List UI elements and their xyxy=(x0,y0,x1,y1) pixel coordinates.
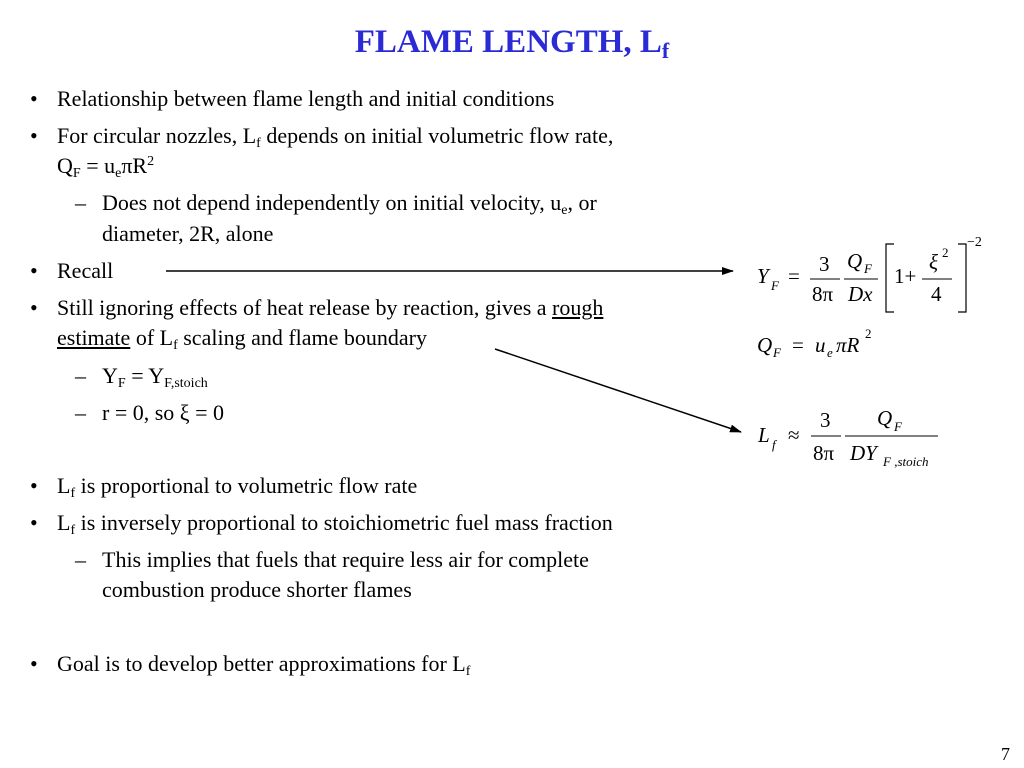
subbullet-shorter-flames-line2: combustion produce shorter flames xyxy=(102,577,412,602)
subbullet-r-zero: r = 0, so ξ = 0 xyxy=(102,400,225,425)
dash-marker: – xyxy=(75,190,86,215)
bullet-marker: • xyxy=(30,123,38,148)
bullet-circular-nozzles: For circular nozzles, Lf depends on init… xyxy=(57,123,614,151)
subbullet-initial-velocity-line2: diameter, 2R, alone xyxy=(102,221,274,246)
dash-marker: – xyxy=(75,400,86,425)
bullet-heat-release: Still ignoring effects of heat release b… xyxy=(57,295,604,320)
bullet-goal: Goal is to develop better approximations… xyxy=(57,651,471,679)
bullet-circular-nozzles-line2: QF = ueπR2 xyxy=(57,153,155,181)
bullet-inversely-proportional: Lf is inversely proportional to stoichio… xyxy=(57,510,613,538)
bullet-marker: • xyxy=(30,473,38,498)
arrow-estimate-to-eq3 xyxy=(494,348,742,433)
eq1-right-bracket xyxy=(958,243,967,313)
subbullet-initial-velocity: Does not depend independently on initial… xyxy=(102,190,597,218)
bullet-marker: • xyxy=(30,510,38,535)
slide-title: FLAME LENGTH, Lf xyxy=(354,24,670,63)
bullet-relationship: Relationship between flame length and in… xyxy=(57,86,555,111)
subbullet-shorter-flames: This implies that fuels that require les… xyxy=(102,547,589,572)
bullet-heat-release-line2: estimate of Lf scaling and flame boundar… xyxy=(57,325,428,353)
bullet-recall: Recall xyxy=(57,258,114,283)
eq1-left-bracket xyxy=(885,243,894,313)
dash-marker: – xyxy=(75,363,86,388)
subbullet-yf-condition: YF = YF,stoich xyxy=(102,363,208,391)
bullet-marker: • xyxy=(30,651,38,676)
page-number: 7 xyxy=(1001,744,1010,764)
bullet-marker: • xyxy=(30,295,38,320)
bullet-proportional-flow: Lf is proportional to volumetric flow ra… xyxy=(57,473,418,501)
dash-marker: – xyxy=(75,547,86,572)
bullet-marker: • xyxy=(30,258,38,283)
bullet-marker: • xyxy=(30,86,38,111)
